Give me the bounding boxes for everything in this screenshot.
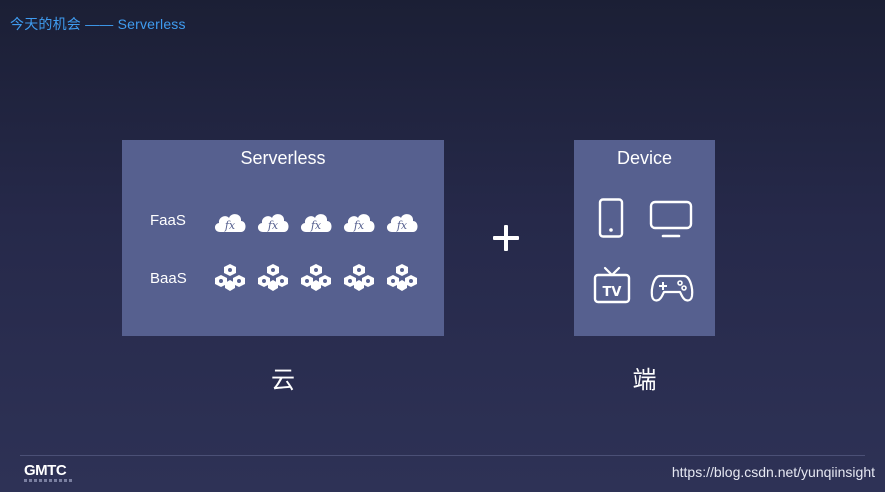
svg-text:fx: fx xyxy=(396,219,408,232)
phone-icon xyxy=(598,198,624,238)
baas-icon-row xyxy=(212,261,420,293)
fx-cloud-icon: fx xyxy=(343,214,375,232)
service-cluster-icon xyxy=(387,264,417,291)
service-cluster-icon xyxy=(258,264,288,291)
monitor-icon xyxy=(649,200,693,238)
faas-label: FaaS xyxy=(150,212,186,229)
fx-cloud-icon: fx xyxy=(300,214,332,232)
serverless-heading: Serverless xyxy=(240,148,326,168)
tv-icon: TV xyxy=(593,266,631,304)
svg-text:fx: fx xyxy=(267,219,279,232)
source-url: https://blog.csdn.net/yunqiinsight xyxy=(671,464,875,480)
fx-cloud-icon: fx xyxy=(214,214,246,232)
service-cluster-icon xyxy=(301,264,331,291)
footer-divider xyxy=(20,455,865,456)
fx-cloud-icon: fx xyxy=(257,214,289,232)
service-cluster-icon xyxy=(215,264,245,291)
cloud-caption: 云 xyxy=(271,367,295,394)
svg-text:TV: TV xyxy=(603,285,622,300)
device-panel: Device TV xyxy=(574,140,715,336)
slide-title: 今天的机会 —— Serverless xyxy=(10,16,186,32)
gamepad-icon xyxy=(650,274,694,302)
svg-text:fx: fx xyxy=(224,219,236,232)
svg-text:fx: fx xyxy=(353,219,365,232)
gmtc-logo: GMTC xyxy=(24,462,67,479)
device-heading: Device xyxy=(616,148,673,168)
svg-text:fx: fx xyxy=(310,219,322,232)
service-cluster-icon xyxy=(344,264,374,291)
plus-icon xyxy=(490,222,522,254)
baas-label: BaaS xyxy=(150,270,187,287)
device-caption: 端 xyxy=(632,367,657,394)
faas-icon-row: fx fx fx fx fx xyxy=(212,206,420,238)
logo-tagline xyxy=(24,479,74,482)
serverless-panel: Serverless FaaS fx fx fx fx fx xyxy=(122,140,444,336)
fx-cloud-icon: fx xyxy=(386,214,418,232)
